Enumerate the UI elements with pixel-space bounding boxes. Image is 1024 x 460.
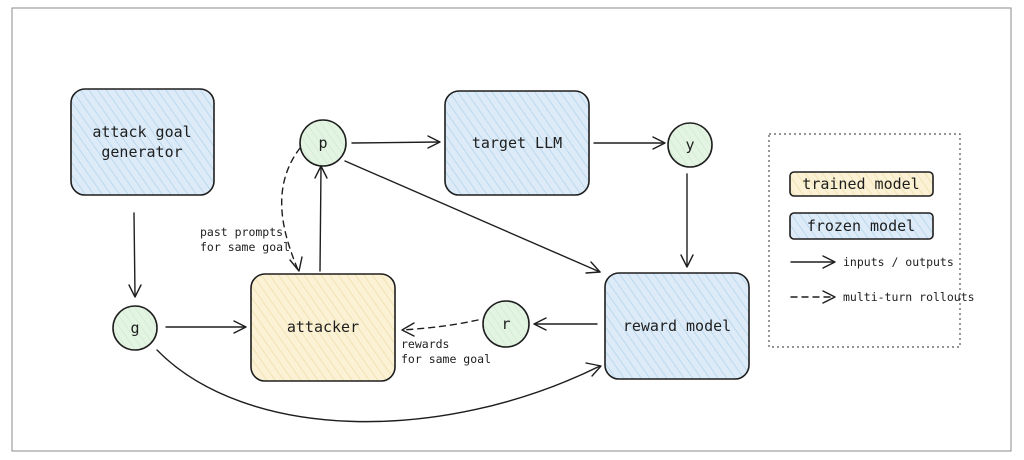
edge-y-to-reward-model bbox=[680, 173, 694, 268]
rewards-line2: for same goal bbox=[401, 352, 491, 366]
variable-y: y bbox=[667, 122, 713, 168]
edge-generator-to-g bbox=[128, 212, 142, 298]
svg-text:p: p bbox=[318, 134, 327, 152]
attack-goal-generator-label-line1: attack goal bbox=[92, 123, 191, 141]
past-prompts-annotation: past prompts for same goal bbox=[200, 225, 290, 254]
past-prompts-line1: past prompts bbox=[200, 225, 283, 239]
edge-p-to-attacker-dashed bbox=[280, 147, 303, 272]
legend: trained model frozen model inputs / outp… bbox=[768, 133, 975, 348]
variable-p: p bbox=[299, 119, 347, 167]
legend-solid-arrow-label: inputs / outputs bbox=[843, 255, 954, 269]
edge-attacker-to-p bbox=[314, 165, 328, 272]
legend-solid-arrow: inputs / outputs bbox=[790, 255, 954, 269]
edge-p-to-target-llm bbox=[351, 135, 441, 149]
variable-g: g bbox=[112, 305, 158, 351]
rewards-line1: rewards bbox=[401, 337, 449, 351]
edge-target-llm-to-y bbox=[593, 136, 666, 150]
legend-frozen-model: frozen model bbox=[789, 212, 934, 240]
edges bbox=[128, 135, 694, 423]
svg-text:y: y bbox=[685, 136, 694, 154]
svg-text:g: g bbox=[130, 319, 139, 337]
legend-dashed-arrow: multi-turn rollouts bbox=[790, 290, 975, 304]
rewards-annotation: rewards for same goal bbox=[401, 337, 491, 366]
edge-p-to-reward-model bbox=[344, 160, 601, 274]
legend-frozen-label: frozen model bbox=[807, 217, 915, 235]
attack-goal-generator-node: attack goal generator bbox=[70, 88, 215, 196]
attacker-label: attacker bbox=[287, 318, 359, 336]
edge-g-to-attacker bbox=[165, 320, 247, 334]
figure-frame bbox=[11, 7, 1012, 452]
attack-goal-generator-label-line2: generator bbox=[101, 143, 182, 161]
target-llm-label: target LLM bbox=[472, 134, 562, 152]
legend-trained-label: trained model bbox=[802, 175, 919, 193]
reward-model-label: reward model bbox=[623, 317, 731, 335]
past-prompts-line2: for same goal bbox=[200, 240, 290, 254]
legend-dashed-arrow-label: multi-turn rollouts bbox=[843, 290, 975, 304]
reward-model-node: reward model bbox=[604, 272, 750, 380]
edge-r-to-attacker-dashed bbox=[401, 319, 479, 337]
edge-reward-model-to-r bbox=[533, 317, 598, 331]
legend-border bbox=[768, 133, 961, 348]
attacker-node: attacker bbox=[250, 273, 396, 382]
variable-r: r bbox=[482, 300, 530, 348]
legend-trained-model: trained model bbox=[789, 171, 934, 197]
svg-text:r: r bbox=[501, 315, 510, 333]
target-llm-node: target LLM bbox=[444, 90, 590, 196]
edge-g-to-reward-model bbox=[156, 349, 602, 423]
